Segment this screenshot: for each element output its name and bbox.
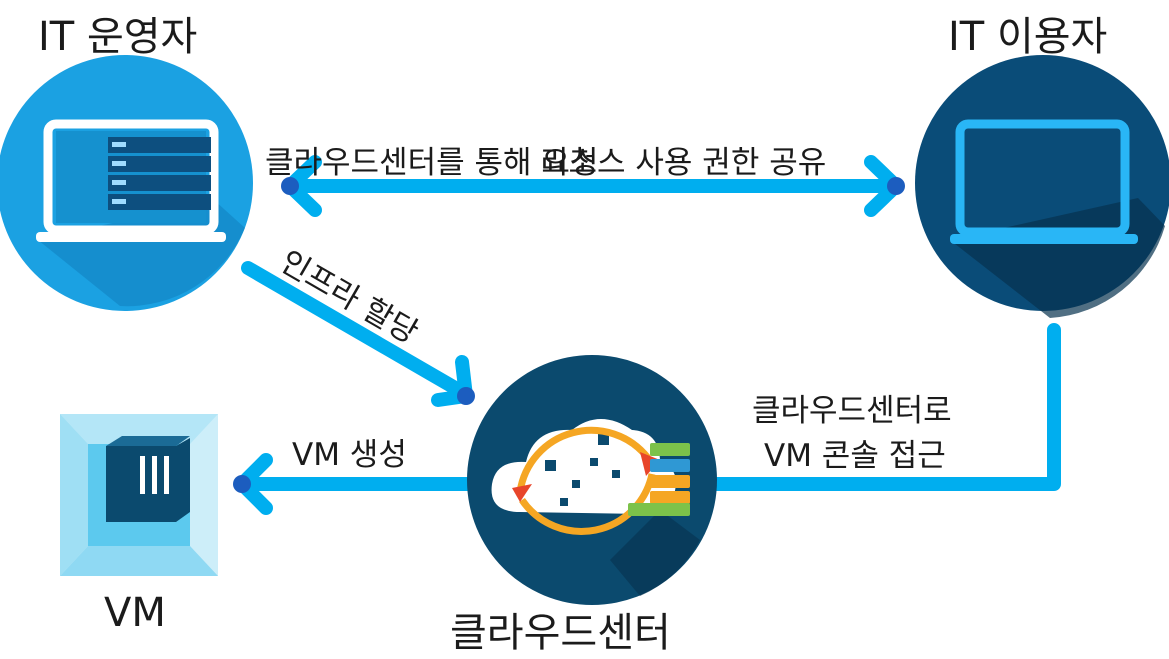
console-access-line xyxy=(703,323,1061,491)
vm-title: VM xyxy=(104,590,166,636)
console-access-label-line2: VM 콘솔 접근 xyxy=(764,438,946,474)
it-user-node xyxy=(915,55,1169,318)
laptop-icon xyxy=(950,119,1138,244)
top-arrow-left-head-dot xyxy=(281,177,299,195)
top-arrow-label-request: 클라우드센터를 통해 요청 xyxy=(265,145,598,181)
it-operator-node xyxy=(0,55,253,311)
cloud-center-node xyxy=(467,355,717,605)
vm-node xyxy=(60,414,218,576)
it-operator-title: IT 운영자 xyxy=(38,14,197,60)
vm-create-arrow-head-dot xyxy=(233,475,251,493)
vm-create-label: VM 생성 xyxy=(292,437,407,473)
server-laptop-icon xyxy=(36,119,226,242)
cloud-sync-icon xyxy=(491,419,690,535)
console-access-label-line1: 클라우드센터로 xyxy=(752,393,952,429)
cloud-center-title: 클라우드센터 xyxy=(450,610,671,656)
it-user-title: IT 이용자 xyxy=(948,14,1107,60)
top-arrow-right-head-dot xyxy=(887,177,905,195)
top-arrow-label-share: 리소스 사용 권한 공유 xyxy=(540,145,826,181)
infra-arrow-head-dot xyxy=(457,387,475,405)
vm-box-icon xyxy=(60,414,218,576)
